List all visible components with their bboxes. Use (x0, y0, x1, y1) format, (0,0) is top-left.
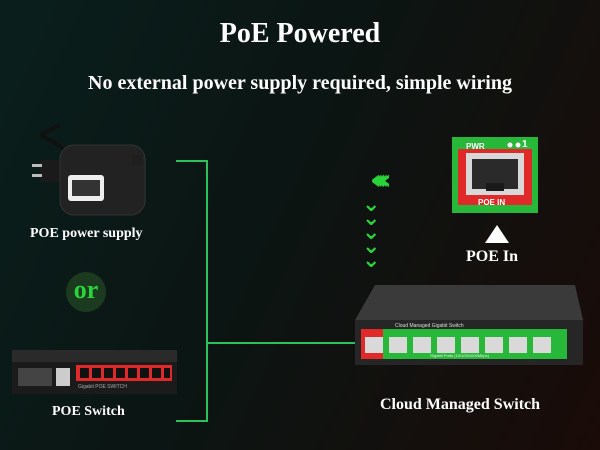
port-num-label: 1 (522, 139, 528, 150)
port-pwr-label: PWR (466, 142, 485, 151)
cloud-switch-brand: Cloud Managed Gigabit Switch (395, 323, 464, 329)
port-poe-in-label: POE IN (478, 198, 506, 207)
cloud-switch-image (355, 285, 583, 365)
cloud-switch-sub: Gigabit Ports (10/100/1000Mbps) (430, 353, 489, 358)
or-badge: or (66, 272, 106, 312)
poe-supply-label: POE power supply (30, 226, 143, 241)
poe-power-supply-image (32, 123, 146, 216)
chevron-down-icon: ⌄⌄⌄⌄⌄ (362, 192, 381, 273)
poe-switch-image (12, 350, 177, 394)
page-title: PoE Powered (219, 18, 381, 49)
poe-switch-label: POE Switch (52, 404, 125, 419)
poe-in-label: POE In (466, 248, 519, 265)
poe-in-port-image (452, 137, 538, 213)
poe-switch-brand: Gigabit POE SWITCH (78, 384, 127, 390)
connector-top (176, 160, 208, 162)
connector-main (206, 342, 372, 344)
page-subtitle: No external power supply required, simpl… (88, 72, 512, 94)
connector-bottom (176, 420, 208, 422)
cloud-switch-label: Cloud Managed Switch (380, 396, 541, 413)
connector-vertical (206, 160, 208, 422)
arrow-up-icon (485, 225, 509, 243)
